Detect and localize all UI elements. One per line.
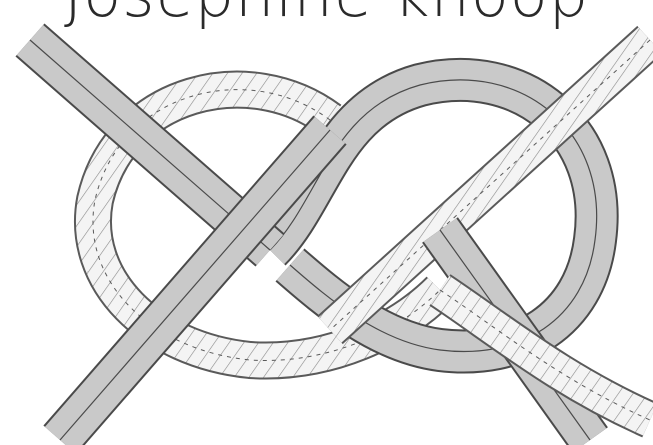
page: Josephine knoop (0, 0, 653, 445)
knot-illustration (0, 0, 653, 445)
